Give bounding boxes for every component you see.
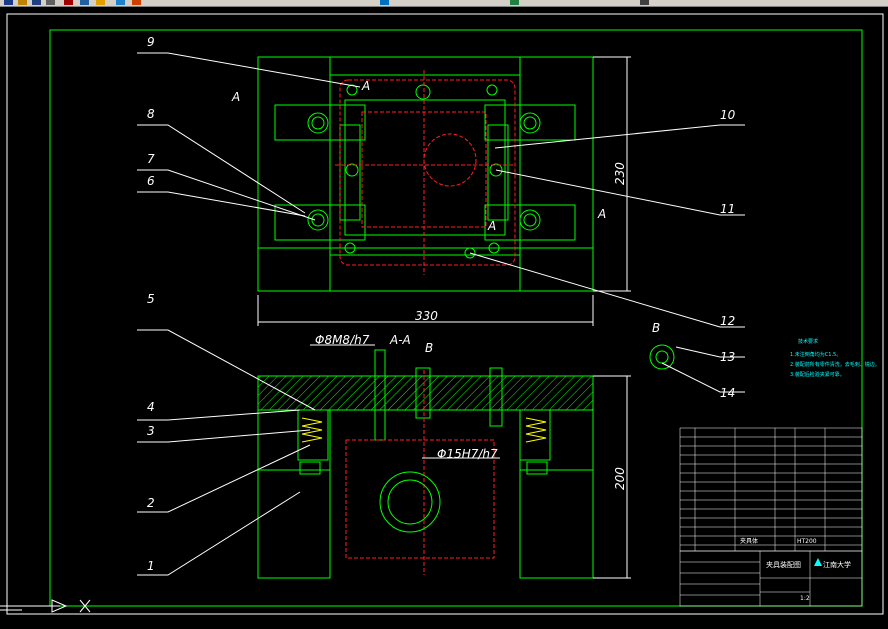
top-view — [257, 56, 594, 292]
copy-icon[interactable] — [80, 0, 89, 5]
callout-12: 12 — [720, 314, 735, 328]
paste-icon[interactable] — [96, 0, 105, 5]
title-block — [679, 550, 863, 607]
new-icon[interactable] — [4, 0, 13, 5]
callout-14: 14 — [720, 386, 735, 400]
undo-icon[interactable] — [116, 0, 125, 5]
dimension-lines — [257, 56, 631, 579]
callout-13: 13 — [720, 350, 735, 364]
dimension-width: 330 — [415, 309, 438, 323]
detail-b-label: B — [652, 321, 660, 335]
inner-frame — [49, 29, 863, 607]
notes-line-2: 2.装配前所有零件清洗，去毛刺、锐边。 — [790, 361, 880, 368]
callout-9: 9 — [147, 35, 155, 49]
callout-6: 6 — [147, 174, 155, 188]
callout-7: 7 — [147, 152, 155, 166]
parts-list-item-material: HT200 — [797, 538, 817, 545]
section-view-label: A-A — [389, 333, 411, 347]
leader-lines — [137, 52, 745, 576]
section-spring-left — [301, 417, 323, 443]
title-block-school: 江南大学 — [823, 560, 851, 569]
top-view-hidden — [335, 70, 516, 275]
redo-icon[interactable] — [132, 0, 141, 5]
title-block-drawing-name: 夹具装配图 — [766, 560, 801, 569]
notes-line-3: 3.装配后检验夹紧可靠。 — [790, 371, 845, 378]
notes-line-1: 1.未注倒角均为C1.5。 — [790, 351, 841, 358]
save-icon[interactable] — [32, 0, 41, 5]
cad-toolbar — [0, 0, 888, 7]
cut-icon[interactable] — [64, 0, 73, 5]
dimension-height-bottom: 200 — [613, 467, 627, 490]
callout-4: 4 — [147, 400, 155, 414]
section-mark-a-right: A — [597, 207, 606, 221]
open-icon[interactable] — [18, 0, 27, 5]
ucs-icon — [0, 599, 91, 613]
callout-1: 1 — [147, 559, 155, 573]
zoom-icon[interactable] — [380, 0, 389, 5]
section-body-hidden — [345, 370, 495, 575]
section-mark-a-left: A — [231, 90, 240, 104]
section-mark-a-center-bottom: A — [487, 219, 496, 233]
dimension-height-top: 230 — [613, 162, 627, 185]
title-block-scale: 1:2 — [800, 595, 810, 602]
dimension-fit-bore: Φ15H7/h7 — [437, 447, 498, 461]
parts-list — [679, 427, 863, 552]
drawing-canvas[interactable]: 9 8 7 6 10 11 12 5 4 3 2 1 13 14 A A A A… — [0, 7, 888, 629]
dimension-fit-pin: Φ8M8/h7 — [315, 333, 370, 347]
properties-icon[interactable] — [640, 0, 649, 5]
parts-list-item-name: 夹具体 — [740, 537, 758, 545]
callout-8: 8 — [147, 107, 155, 121]
detail-b — [649, 344, 675, 370]
section-mark-a-center-top: A — [361, 79, 370, 93]
callout-2: 2 — [147, 496, 155, 510]
callout-3: 3 — [147, 424, 155, 438]
callout-5: 5 — [147, 292, 155, 306]
callout-10: 10 — [720, 108, 736, 122]
notes-title: 技术要求 — [798, 338, 818, 345]
section-spring-right — [525, 417, 547, 443]
print-icon[interactable] — [46, 0, 55, 5]
callout-11: 11 — [720, 202, 735, 216]
section-bore — [379, 471, 441, 533]
school-logo-icon — [814, 558, 822, 566]
pan-icon[interactable] — [510, 0, 519, 5]
section-mark-b: B — [425, 341, 433, 355]
outer-frame — [6, 13, 884, 615]
section-view — [257, 349, 594, 579]
